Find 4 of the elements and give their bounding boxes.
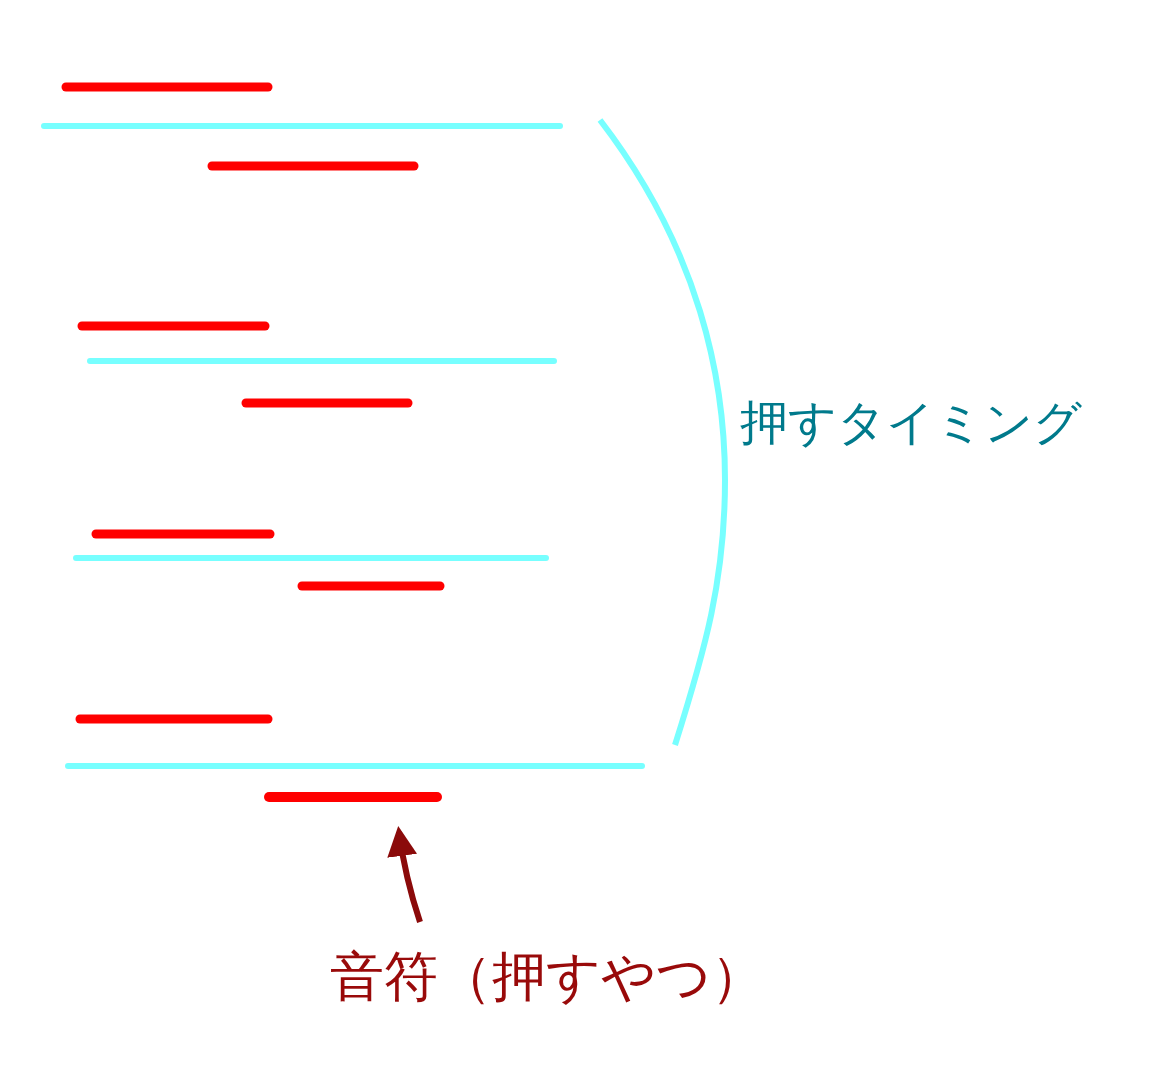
note-caption: 音符（押すやつ）	[330, 950, 765, 1004]
note-bar	[264, 792, 442, 802]
arrow	[387, 826, 423, 923]
timing-label: 押すタイミング	[740, 398, 1082, 446]
